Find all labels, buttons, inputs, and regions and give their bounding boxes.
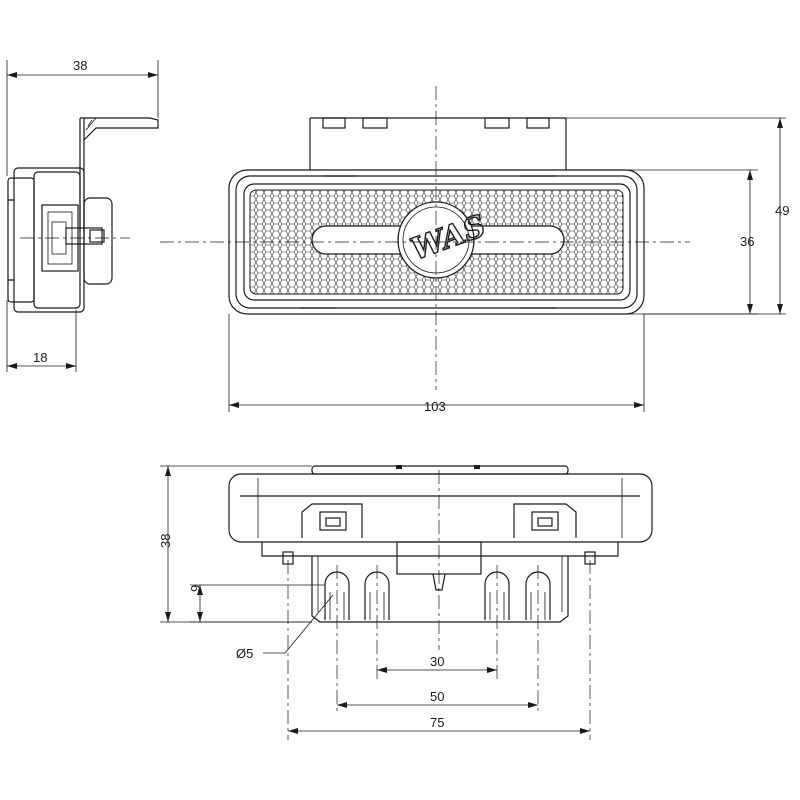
- dim-bolt-spacing-middle: 50: [430, 689, 444, 704]
- dim-side-depth: 18: [33, 350, 47, 365]
- dim-hole-diameter: Ø5: [236, 646, 253, 661]
- dim-bolt-spacing-inner: 30: [430, 654, 444, 669]
- front-dimensions: 103 36 49: [228, 117, 789, 414]
- front-view: WAS: [160, 86, 690, 390]
- dim-front-height-outer: 49: [775, 203, 789, 218]
- dim-bottom-height: 38: [158, 534, 173, 548]
- side-dimensions: 38 18: [6, 58, 159, 372]
- dim-front-height-inner: 36: [740, 234, 754, 249]
- bottom-dimensions: 38 9 Ø5 30 50 75: [158, 465, 590, 734]
- dim-bottom-offset: 9: [188, 585, 203, 592]
- dim-side-width: 38: [73, 58, 87, 73]
- side-view: [7, 117, 159, 313]
- dim-overall-base-width: 75: [430, 715, 444, 730]
- dim-front-width: 103: [424, 399, 446, 414]
- bottom-view: [228, 465, 653, 740]
